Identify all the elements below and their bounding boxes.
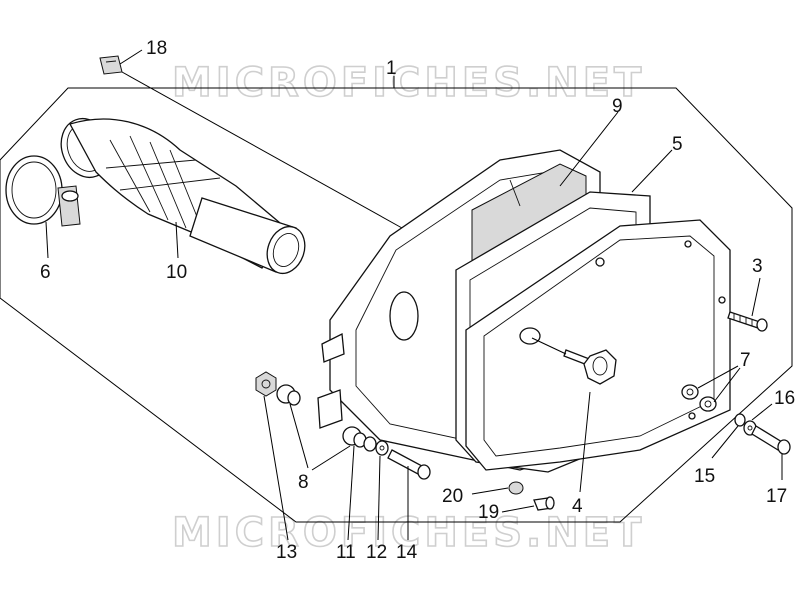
leader-13: [263, 395, 289, 541]
part-19-cap: [533, 496, 555, 511]
callout-10: 10: [166, 262, 187, 283]
leader-8a: [289, 403, 309, 469]
housing-cover: [465, 219, 731, 471]
callout-4: 4: [572, 496, 583, 517]
callout-11: 11: [336, 542, 356, 563]
leader-18-body: [121, 71, 403, 229]
leader-18: [119, 49, 143, 65]
part-18-clip: [99, 55, 123, 75]
callout-14: 14: [396, 542, 418, 563]
leader-16: [751, 403, 773, 421]
callout-9: 9: [612, 96, 623, 117]
part-14-bolt: [387, 449, 431, 480]
leader-19: [501, 505, 535, 513]
leader-8b: [311, 445, 351, 471]
leader-7a: [697, 365, 739, 389]
leader-3: [751, 277, 761, 317]
part-11-12-washers: [363, 436, 389, 456]
leader-10: [175, 221, 179, 259]
assembly-frame: [0, 87, 793, 523]
part-20-drain-plug: [508, 481, 524, 495]
callout-6: 6: [40, 262, 51, 283]
callout-13: 13: [276, 542, 297, 563]
part-15-16-17-fasteners: [734, 413, 791, 455]
callout-15: 15: [694, 466, 715, 487]
leader-4: [579, 391, 591, 493]
leader-11: [347, 445, 355, 541]
leader-9: [559, 111, 619, 187]
callout-3: 3: [752, 256, 763, 277]
part-6-hose-clamp: [5, 155, 81, 227]
callout-8: 8: [298, 472, 309, 493]
part-10-intake-duct: [60, 117, 306, 275]
callout-18: 18: [146, 38, 167, 59]
part-7-spacers: [681, 384, 717, 412]
part-4-knob: [563, 349, 617, 385]
callout-17: 17: [766, 486, 787, 507]
callout-19: 19: [478, 502, 499, 523]
callout-20: 20: [442, 486, 463, 507]
part-3-screw: [727, 311, 768, 332]
leader-5: [631, 149, 673, 193]
callout-1: 1: [386, 58, 397, 79]
leader-7b: [713, 367, 741, 403]
callout-5: 5: [672, 134, 683, 155]
callout-7: 7: [740, 350, 751, 371]
watermark-top: MICROFICHES.NET: [172, 60, 645, 106]
leader-12: [377, 455, 381, 541]
part-8-grommets: [276, 384, 367, 448]
leader-4-axis: [531, 337, 567, 355]
callout-12: 12: [366, 542, 387, 563]
callout-16: 16: [774, 388, 795, 409]
leader-6: [45, 221, 49, 259]
leader-20: [471, 487, 509, 495]
part-13-nut: [255, 371, 277, 397]
leader-15: [711, 425, 739, 459]
watermark-bottom: MICROFICHES.NET: [172, 510, 645, 556]
